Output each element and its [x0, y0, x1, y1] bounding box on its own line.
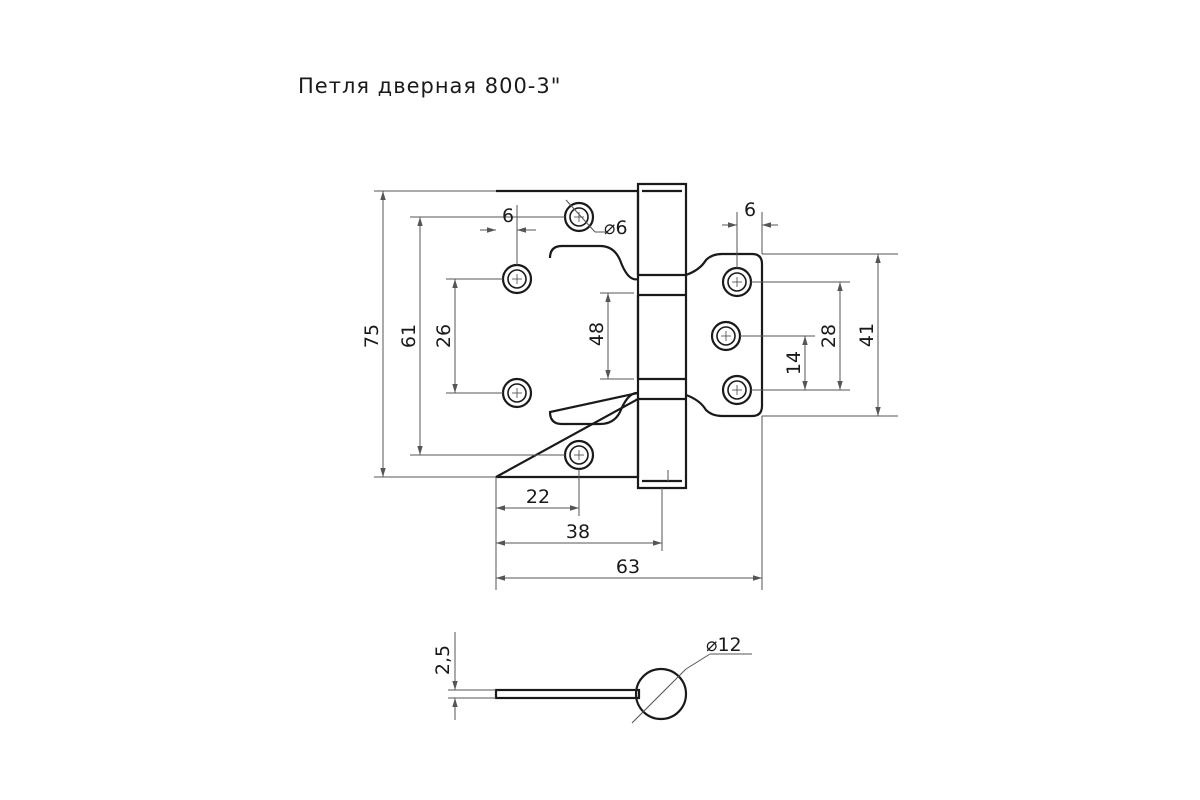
dim-right-leaf-height: 41 [856, 323, 878, 347]
knuckle [636, 182, 688, 490]
dim-height-total: 75 [361, 324, 383, 348]
side-knuckle [634, 667, 688, 721]
leaf-cutout [548, 244, 639, 426]
dim-right-hole-spacing: 14 [783, 351, 805, 375]
hole-top-left [563, 201, 595, 233]
side-leaf [494, 688, 641, 700]
extension-lines [374, 190, 898, 590]
dim-hole-diameter: ⌀6 [604, 217, 628, 239]
dim-height-outer-holes: 61 [398, 324, 420, 348]
hole-bottom-left [563, 439, 595, 471]
hole-right-bottom [721, 374, 753, 406]
dim-width-total: 63 [616, 556, 640, 578]
right-leaf-outline [685, 252, 764, 418]
drawing-title: Петля дверная 800-3" [298, 74, 561, 98]
dim-height-inner-holes: 26 [433, 324, 455, 348]
hole-left-upper [501, 263, 533, 295]
dim-width-to-hole: 22 [526, 486, 550, 508]
dim-right-hole-span: 28 [818, 324, 840, 348]
dim-thickness: 2,5 [432, 645, 454, 675]
dim-knuckle-diameter: ⌀12 [706, 634, 742, 656]
dimension-lines [380, 191, 881, 581]
hole-right-top [721, 266, 753, 298]
hole-left-lower [501, 377, 533, 409]
dim-hole-edge-offset-left: 6 [502, 205, 514, 227]
front-view: 75 61 26 48 6 6 ⌀6 14 28 41 22 38 63 [361, 182, 898, 590]
dim-width-to-axis: 38 [566, 521, 590, 543]
side-view: 2,5 ⌀12 [432, 632, 752, 724]
thickness-dimension [448, 632, 496, 720]
screw-holes [501, 201, 753, 471]
hole-right-middle [710, 320, 742, 352]
knuckle-diameter-leader [631, 653, 752, 724]
dim-hole-edge-offset-right: 6 [744, 199, 756, 221]
dim-cutout-height: 48 [586, 322, 608, 346]
